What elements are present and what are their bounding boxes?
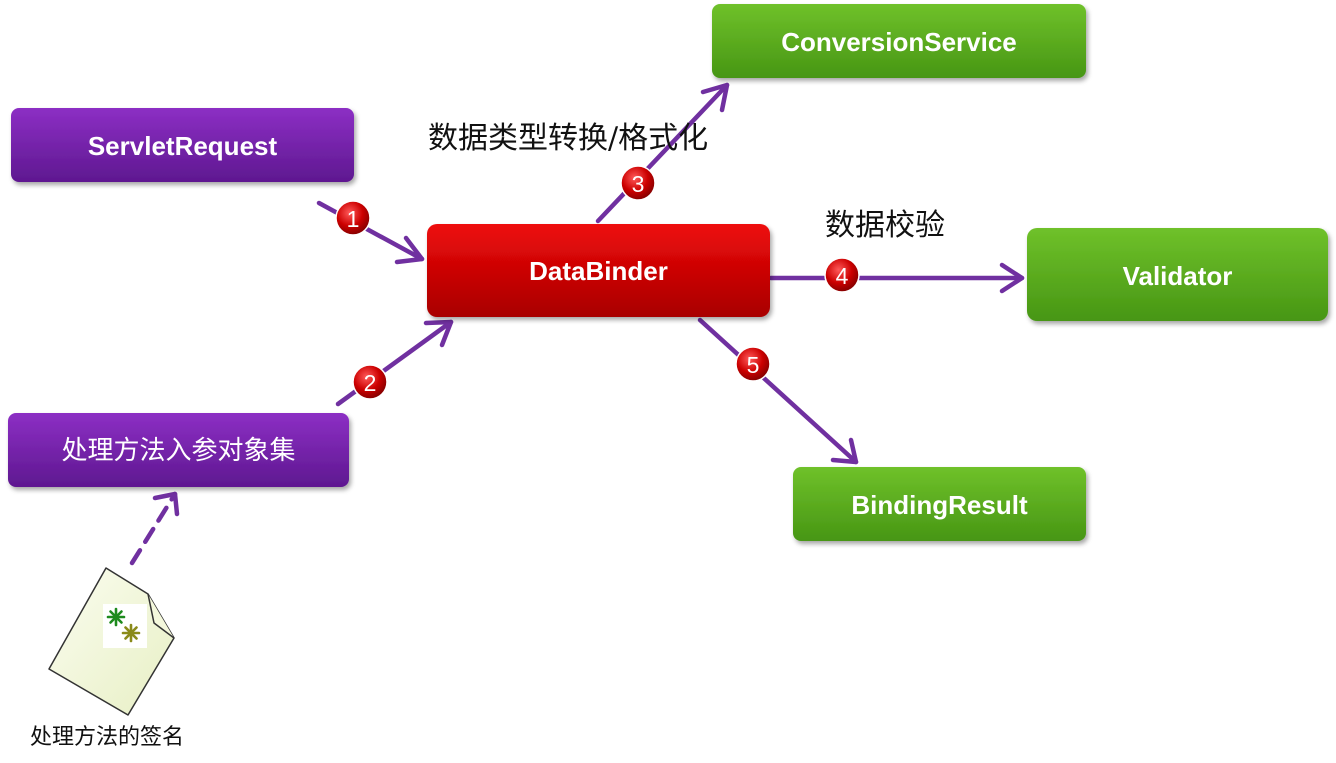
label-validation: 数据校验 — [825, 208, 945, 243]
arrow-5 — [697, 317, 859, 465]
node-data-binder: DataBinder — [427, 224, 770, 317]
node-validator: Validator — [1027, 228, 1328, 321]
arrow-2-head — [423, 319, 454, 348]
step-badge-1: 1 — [335, 200, 371, 236]
node-handler-args-label: 处理方法入参对象集 — [61, 436, 295, 466]
label-method-signature: 处理方法的签名 — [30, 725, 184, 750]
gear-green-icon — [106, 607, 126, 627]
node-binding-result-label: BindingResult — [851, 490, 1028, 520]
node-servlet-request-label: ServletRequest — [88, 131, 278, 161]
step-badge-1-label: 1 — [347, 206, 360, 232]
step-badge-2: 2 — [352, 364, 388, 400]
node-binding-result: BindingResult — [793, 467, 1086, 541]
node-validator-label: Validator — [1123, 261, 1233, 291]
arrow-5-head — [830, 437, 859, 465]
node-servlet-request: ServletRequest — [11, 108, 354, 182]
arrow-3-head — [700, 82, 730, 113]
arrow-dashed — [129, 491, 178, 566]
step-badge-4-label: 4 — [836, 263, 849, 289]
label-conversion: 数据类型转换/格式化 — [428, 121, 708, 156]
arrow-3 — [595, 82, 730, 224]
gear-olive-icon — [121, 623, 141, 643]
step-badge-2-label: 2 — [364, 370, 377, 396]
arrow-dashed-head — [152, 491, 180, 517]
step-badge-3: 3 — [620, 165, 656, 201]
node-handler-args: 处理方法入参对象集 — [8, 413, 349, 487]
arrow-1 — [316, 200, 425, 262]
arrow-2 — [335, 319, 454, 407]
node-conversion-service-label: ConversionService — [781, 27, 1017, 57]
arrow-1-head — [394, 235, 425, 265]
step-badge-5-label: 5 — [747, 352, 760, 378]
step-badge-3-label: 3 — [632, 171, 645, 197]
document-icon — [48, 567, 175, 716]
node-conversion-service: ConversionService — [712, 4, 1086, 78]
arrow-4-head — [999, 262, 1025, 294]
step-badge-5: 5 — [735, 346, 771, 382]
step-badge-4: 4 — [824, 257, 860, 293]
node-data-binder-label: DataBinder — [529, 256, 668, 286]
